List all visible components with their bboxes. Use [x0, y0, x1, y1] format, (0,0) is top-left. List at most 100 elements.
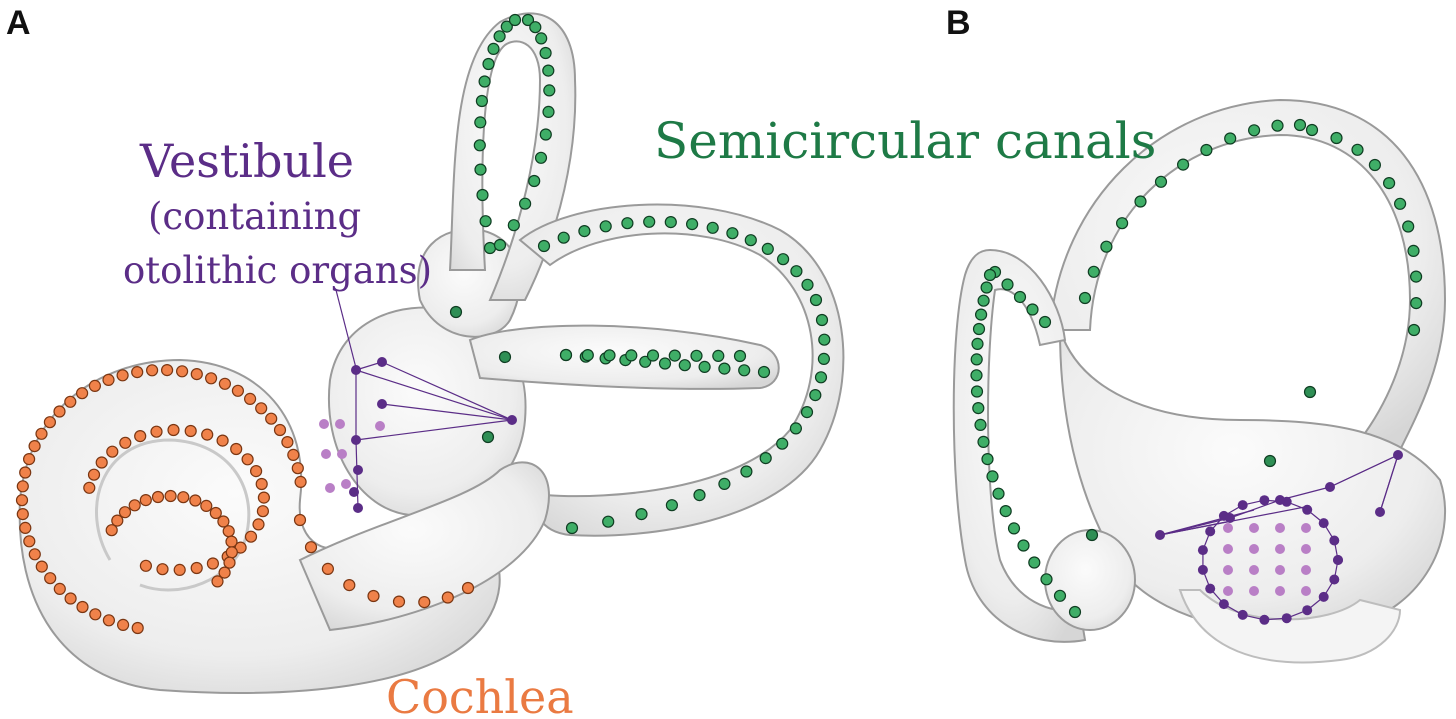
- canal-marker: [986, 470, 999, 483]
- cochlea-marker: [102, 373, 115, 386]
- cochlea-marker: [16, 507, 29, 521]
- cochlea-marker: [131, 621, 144, 635]
- canal-marker: [643, 215, 656, 228]
- cochlea-marker: [23, 535, 36, 548]
- vestibule-connector: [1379, 454, 1399, 513]
- vestibule-marker-light: [1223, 544, 1233, 554]
- canal-marker: [789, 422, 803, 435]
- vestibule-connector: [1329, 454, 1399, 488]
- canal-marker: [542, 105, 555, 119]
- vestibule-marker: [1237, 609, 1248, 620]
- cochlea-marker: [184, 424, 197, 438]
- cochlea-marker: [225, 535, 238, 548]
- canal-marker: [757, 365, 771, 379]
- vestibule-marker: [1329, 535, 1340, 546]
- vestibule-connector: [1229, 499, 1281, 519]
- canal-marker: [1053, 589, 1067, 602]
- canal-marker: [1085, 528, 1099, 542]
- canal-marker: [809, 293, 823, 307]
- cochlea-marker: [211, 575, 224, 588]
- canal-marker: [733, 349, 747, 363]
- canal-marker: [1410, 297, 1423, 310]
- canal-marker: [974, 418, 987, 431]
- vestibule-marker-light: [321, 449, 331, 459]
- canal-marker: [972, 402, 985, 415]
- vestibule-marker-light: [1301, 586, 1311, 596]
- cochlea-marker: [177, 491, 190, 504]
- canal-marker: [801, 278, 814, 291]
- canal-marker: [761, 242, 774, 255]
- canal-marker: [817, 352, 831, 365]
- canal-marker: [1087, 265, 1100, 278]
- canal-marker: [646, 349, 660, 362]
- cochlea-marker: [64, 592, 77, 605]
- canal-marker: [981, 453, 994, 466]
- vestibule-marker: [1155, 530, 1165, 540]
- canal-marker: [559, 348, 573, 362]
- canal-marker: [602, 515, 615, 528]
- cochlea-markers: [15, 364, 475, 635]
- cochlea-marker: [19, 521, 32, 535]
- panel-b-anatomy: [952, 98, 1447, 664]
- canal-marker: [481, 430, 495, 444]
- cochlea-marker: [19, 466, 32, 479]
- vestibule-marker: [1275, 495, 1285, 505]
- canal-marker: [528, 174, 541, 188]
- canal-marker: [999, 505, 1012, 518]
- canal-marker: [1393, 197, 1407, 210]
- cochlea-marker: [28, 548, 41, 561]
- canal-marker: [776, 253, 790, 266]
- vestibule-marker: [507, 415, 517, 425]
- canal-marker: [1402, 220, 1415, 233]
- cochlea-marker: [190, 368, 203, 381]
- vestibule-marker: [1259, 495, 1270, 506]
- canal-marker: [977, 294, 990, 307]
- canal-marker: [809, 389, 822, 402]
- posterior-canal-shape: [518, 203, 845, 537]
- cochlea-marker: [76, 600, 89, 614]
- canal-marker: [1263, 454, 1277, 468]
- canal-marker: [712, 349, 725, 362]
- canal-marker: [539, 46, 552, 60]
- canal-marker: [971, 337, 984, 350]
- canal-marker: [449, 305, 463, 319]
- cochlea-marker: [15, 494, 29, 507]
- canal-marker: [508, 13, 522, 27]
- canal-marker: [970, 353, 983, 366]
- canal-marker: [744, 234, 757, 247]
- canal-marker: [1407, 323, 1421, 337]
- canal-marker: [992, 487, 1005, 500]
- cochlea-marker: [151, 490, 165, 504]
- cochlea-marker: [367, 589, 380, 603]
- canal-marker: [738, 364, 751, 377]
- canal-marker: [1100, 240, 1113, 253]
- cochlea-marker: [139, 559, 152, 572]
- canal-marker: [475, 94, 488, 108]
- canal-marker: [658, 357, 672, 370]
- semicircular-canals-label: Semicircular canals: [654, 112, 1157, 170]
- cochlea-marker: [116, 369, 129, 382]
- canal-marker: [529, 21, 542, 34]
- vestibule-marker: [1393, 450, 1403, 460]
- cochlea-marker: [205, 372, 218, 385]
- cochlea-inner-turn: [95, 438, 251, 592]
- cochlea-marker: [343, 578, 356, 592]
- vestibule-marker: [1302, 605, 1313, 616]
- canal-marker: [1247, 124, 1261, 137]
- cochlea-marker: [35, 427, 48, 440]
- vestibule-marker-light: [1249, 586, 1259, 596]
- canal-marker: [814, 371, 828, 384]
- cochlea-marker: [241, 453, 254, 466]
- vestibule-marker: [1325, 482, 1335, 492]
- cochlea-marker: [111, 514, 124, 527]
- vestibule-marker: [1218, 599, 1229, 610]
- canal-marker: [970, 369, 983, 382]
- cochlea-marker: [176, 365, 189, 378]
- vestibule-marker-light: [319, 419, 329, 429]
- cochlea-marker: [392, 595, 406, 608]
- vestibule-connector: [1159, 509, 1255, 536]
- vestibule-marker: [351, 365, 361, 375]
- canal-marker: [668, 349, 681, 362]
- vestibule-marker-light: [1223, 565, 1233, 575]
